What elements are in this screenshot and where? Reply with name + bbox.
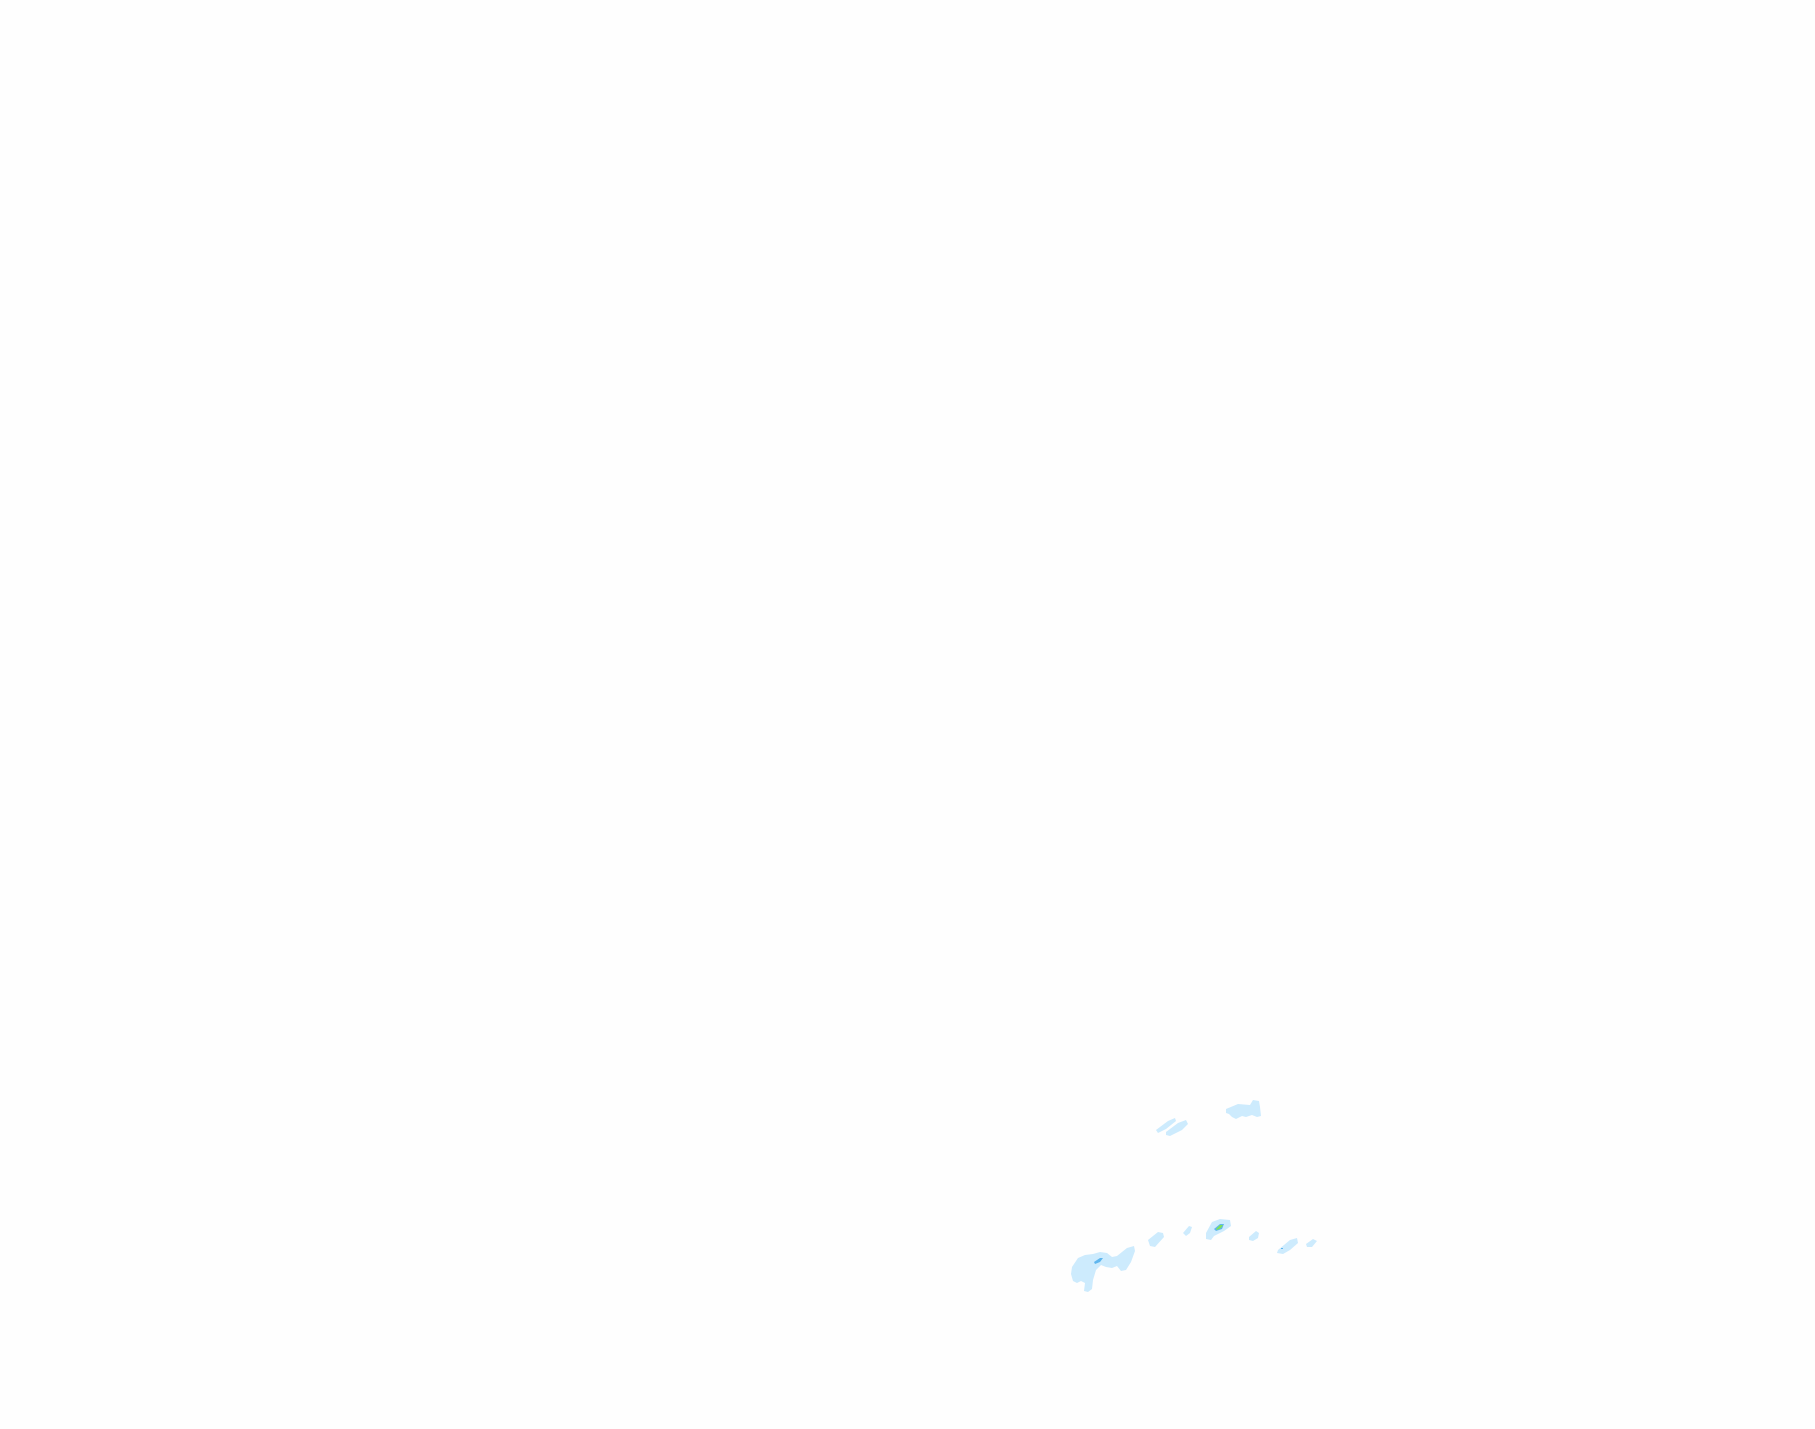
precip-cell <box>1148 1232 1164 1247</box>
precip-cell <box>1216 1225 1223 1230</box>
heavy-precip-cells <box>1216 1225 1223 1230</box>
precip-cell <box>1156 1118 1176 1133</box>
precip-cell <box>1226 1100 1261 1119</box>
precip-cell <box>1183 1226 1192 1236</box>
precip-cell <box>1277 1238 1298 1254</box>
precip-cell <box>1306 1239 1317 1247</box>
precip-cell <box>1071 1246 1135 1292</box>
precip-cell <box>1281 1248 1283 1249</box>
precip-cell <box>1249 1231 1259 1241</box>
precip-cell <box>1166 1120 1188 1136</box>
precip-cell <box>1094 1258 1103 1264</box>
light-precip-cells <box>1071 1100 1317 1292</box>
